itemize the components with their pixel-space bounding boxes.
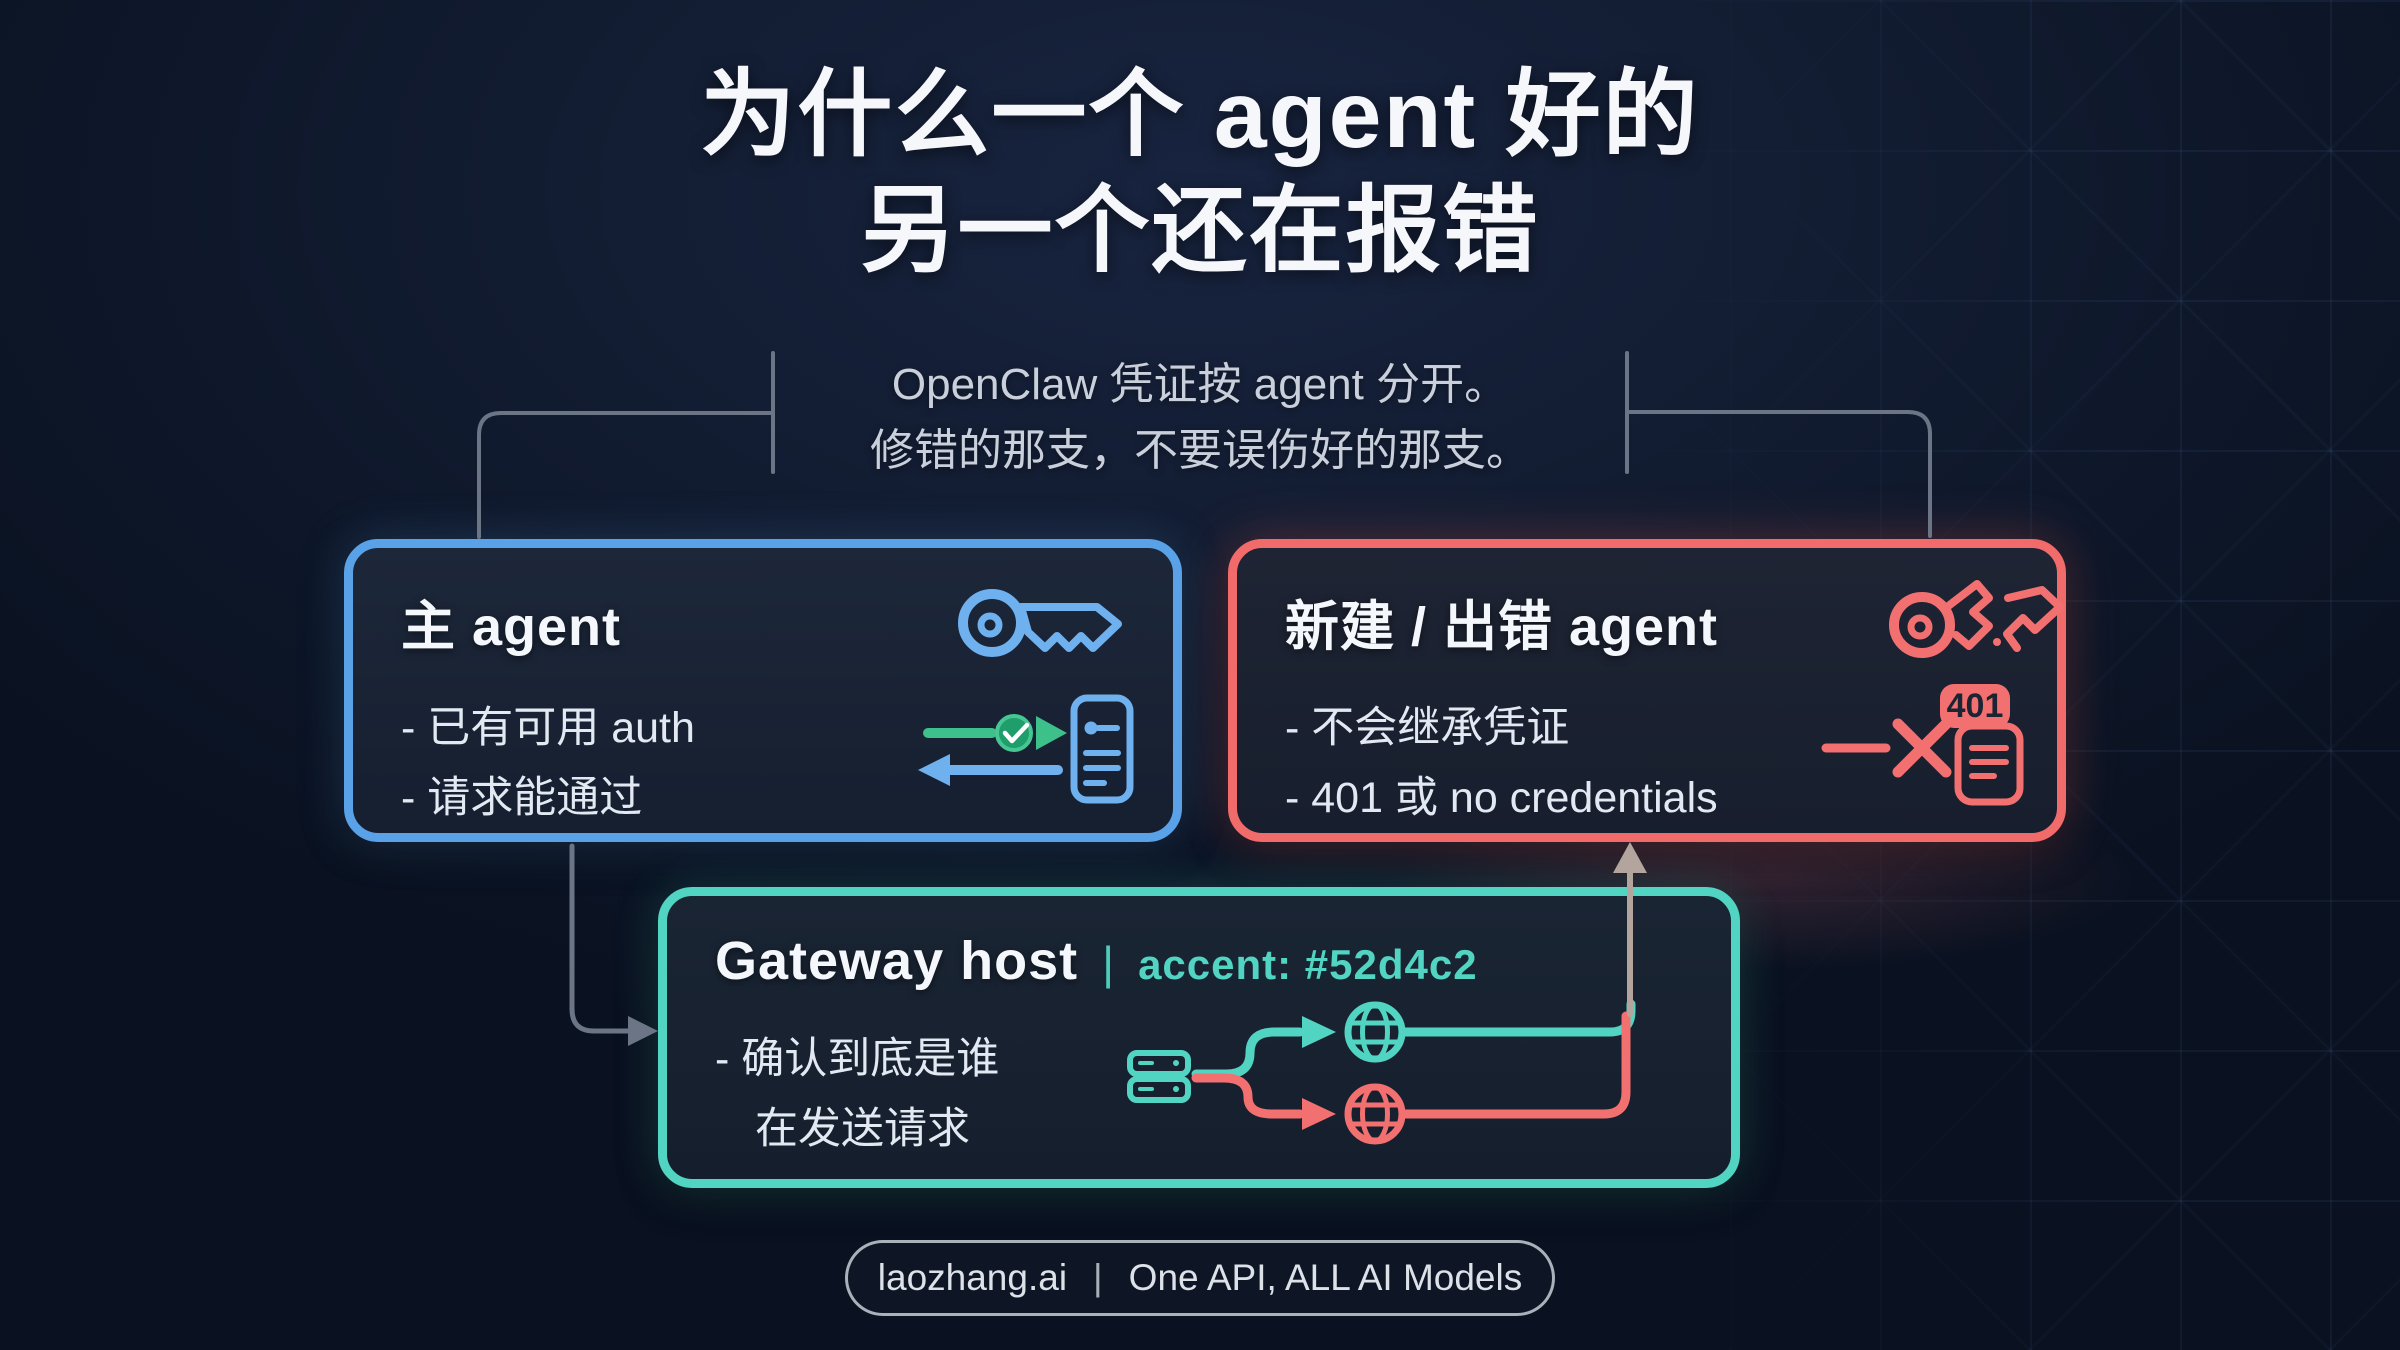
footer-brand: laozhang.ai [877, 1257, 1068, 1298]
page-title: 为什么一个 agent 好的 另一个还在报错 [0, 58, 2400, 290]
footer-badge: laozhang.ai | One API, ALL AI Models [845, 1240, 1555, 1316]
gateway-bullets: - 确认到底是谁 在发送请求 [715, 1024, 1685, 1164]
main-agent-bullets: - 已有可用 auth - 请求能通过 [401, 693, 1127, 833]
connector-main-to-gateway [569, 843, 658, 1046]
error-agent-bullets: - 不会继承凭证 - 401 或 no credentials [1285, 693, 2011, 833]
main-agent-heading: 主 agent [401, 597, 622, 657]
gateway-heading-row: Gateway host | accent: #52d4c2 [715, 930, 1685, 992]
gateway-heading-divider: | [1102, 937, 1115, 989]
bullet-requests-pass: - 请求能通过 [401, 774, 643, 822]
bullet-confirm-sender-1: - 确认到底是谁 [715, 1035, 1000, 1083]
error-agent-card: 新建 / 出错 agent - 不会继承凭证 - 401 或 no creden… [1228, 539, 2066, 842]
title-line-2: 另一个还在报错 [860, 177, 1540, 284]
error-agent-heading: 新建 / 出错 agent [1285, 597, 1719, 657]
bullet-no-inherit: - 不会继承凭证 [1285, 704, 1570, 752]
bullet-401: - 401 或 no credentials [1285, 774, 1718, 822]
error-agent-content: 新建 / 出错 agent - 不会继承凭证 - 401 或 no creden… [1237, 548, 2057, 833]
footer-divider: | [1093, 1257, 1103, 1298]
main-agent-card: 主 agent - 已有可用 auth - 请求能通过 [344, 539, 1182, 842]
page-subtitle: OpenClaw 凭证按 agent 分开。 修错的那支，不要误伤好的那支。 [0, 352, 2400, 484]
footer-tagline: One API, ALL AI Models [1128, 1257, 1523, 1298]
bullet-auth-available: - 已有可用 auth [401, 704, 695, 752]
subtitle-line-2: 修错的那支，不要误伤好的那支。 [870, 426, 1530, 475]
title-line-1: 为什么一个 agent 好的 [700, 62, 1700, 168]
gateway-accent-label: accent: #52d4c2 [1138, 941, 1478, 988]
gateway-content: Gateway host | accent: #52d4c2 - 确认到底是谁 … [667, 896, 1731, 1179]
bullet-confirm-sender-2: 在发送请求 [755, 1105, 970, 1153]
gateway-card: Gateway host | accent: #52d4c2 - 确认到底是谁 … [658, 887, 1740, 1188]
gateway-heading: Gateway host [715, 931, 1079, 991]
subtitle-line-1: OpenClaw 凭证按 agent 分开。 [891, 360, 1509, 409]
main-agent-content: 主 agent - 已有可用 auth - 请求能通过 [353, 548, 1173, 833]
